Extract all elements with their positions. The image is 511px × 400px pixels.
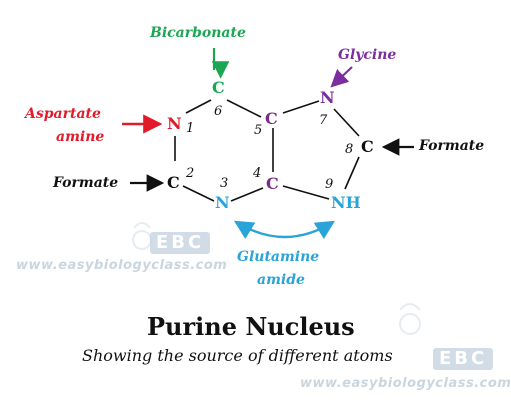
bond-c6-c5	[226, 99, 262, 118]
label-aspartate: Aspartate	[25, 106, 101, 122]
watermark-badge-right: EBC	[433, 348, 494, 370]
number-9: 9	[325, 177, 334, 192]
bond-c4-n9	[282, 185, 330, 200]
glycine-arrow	[330, 66, 353, 88]
atom-c4: C	[266, 174, 279, 193]
label-glutamine-amide: amide	[257, 272, 305, 288]
atom-c5: C	[265, 109, 278, 128]
bond-n7-c8	[333, 108, 360, 137]
atom-n1: N	[167, 114, 182, 133]
bond-c2-n3	[182, 185, 215, 202]
glutamine-arrow	[233, 220, 336, 240]
watermark-badge-left: EBC	[150, 232, 211, 254]
label-glycine: Glycine	[338, 47, 397, 63]
label-bicarbonate: Bicarbonate	[150, 25, 246, 41]
atom-n7: N	[320, 88, 335, 107]
label-glutamine: Glutamine	[237, 249, 320, 265]
atom-n3: N	[215, 193, 230, 212]
number-6: 6	[214, 104, 223, 119]
bond-c8-n9	[344, 156, 360, 190]
diagram-subtitle: Showing the source of different atoms	[82, 346, 393, 365]
bond-c5-n7	[282, 100, 320, 114]
number-2: 2	[186, 166, 195, 181]
bond-c6-n1	[185, 99, 212, 114]
bonds	[174, 99, 360, 202]
atom-c2: C	[167, 173, 180, 192]
label-formate-c2: Formate	[53, 175, 119, 191]
number-5: 5	[254, 123, 263, 138]
number-3: 3	[220, 176, 229, 191]
atom-n9: NH	[331, 193, 361, 212]
atom-c6: C	[212, 78, 225, 97]
label-formate-c8: Formate	[419, 138, 485, 154]
watermark-site-right: www.easybiologyclass.com	[300, 376, 511, 391]
watermark-logo-right	[399, 303, 421, 335]
label-aspartate-amine: amine	[56, 129, 105, 145]
number-8: 8	[345, 142, 354, 157]
atom-c8: C	[361, 137, 374, 156]
watermark-site-left: www.easybiologyclass.com	[16, 258, 228, 273]
watermark-logo-left	[132, 222, 152, 250]
diagram-title: Purine Nucleus	[147, 312, 355, 341]
bond-n3-c4	[230, 187, 264, 202]
number-7: 7	[319, 113, 328, 128]
number-4: 4	[253, 166, 262, 181]
number-1: 1	[186, 121, 195, 136]
